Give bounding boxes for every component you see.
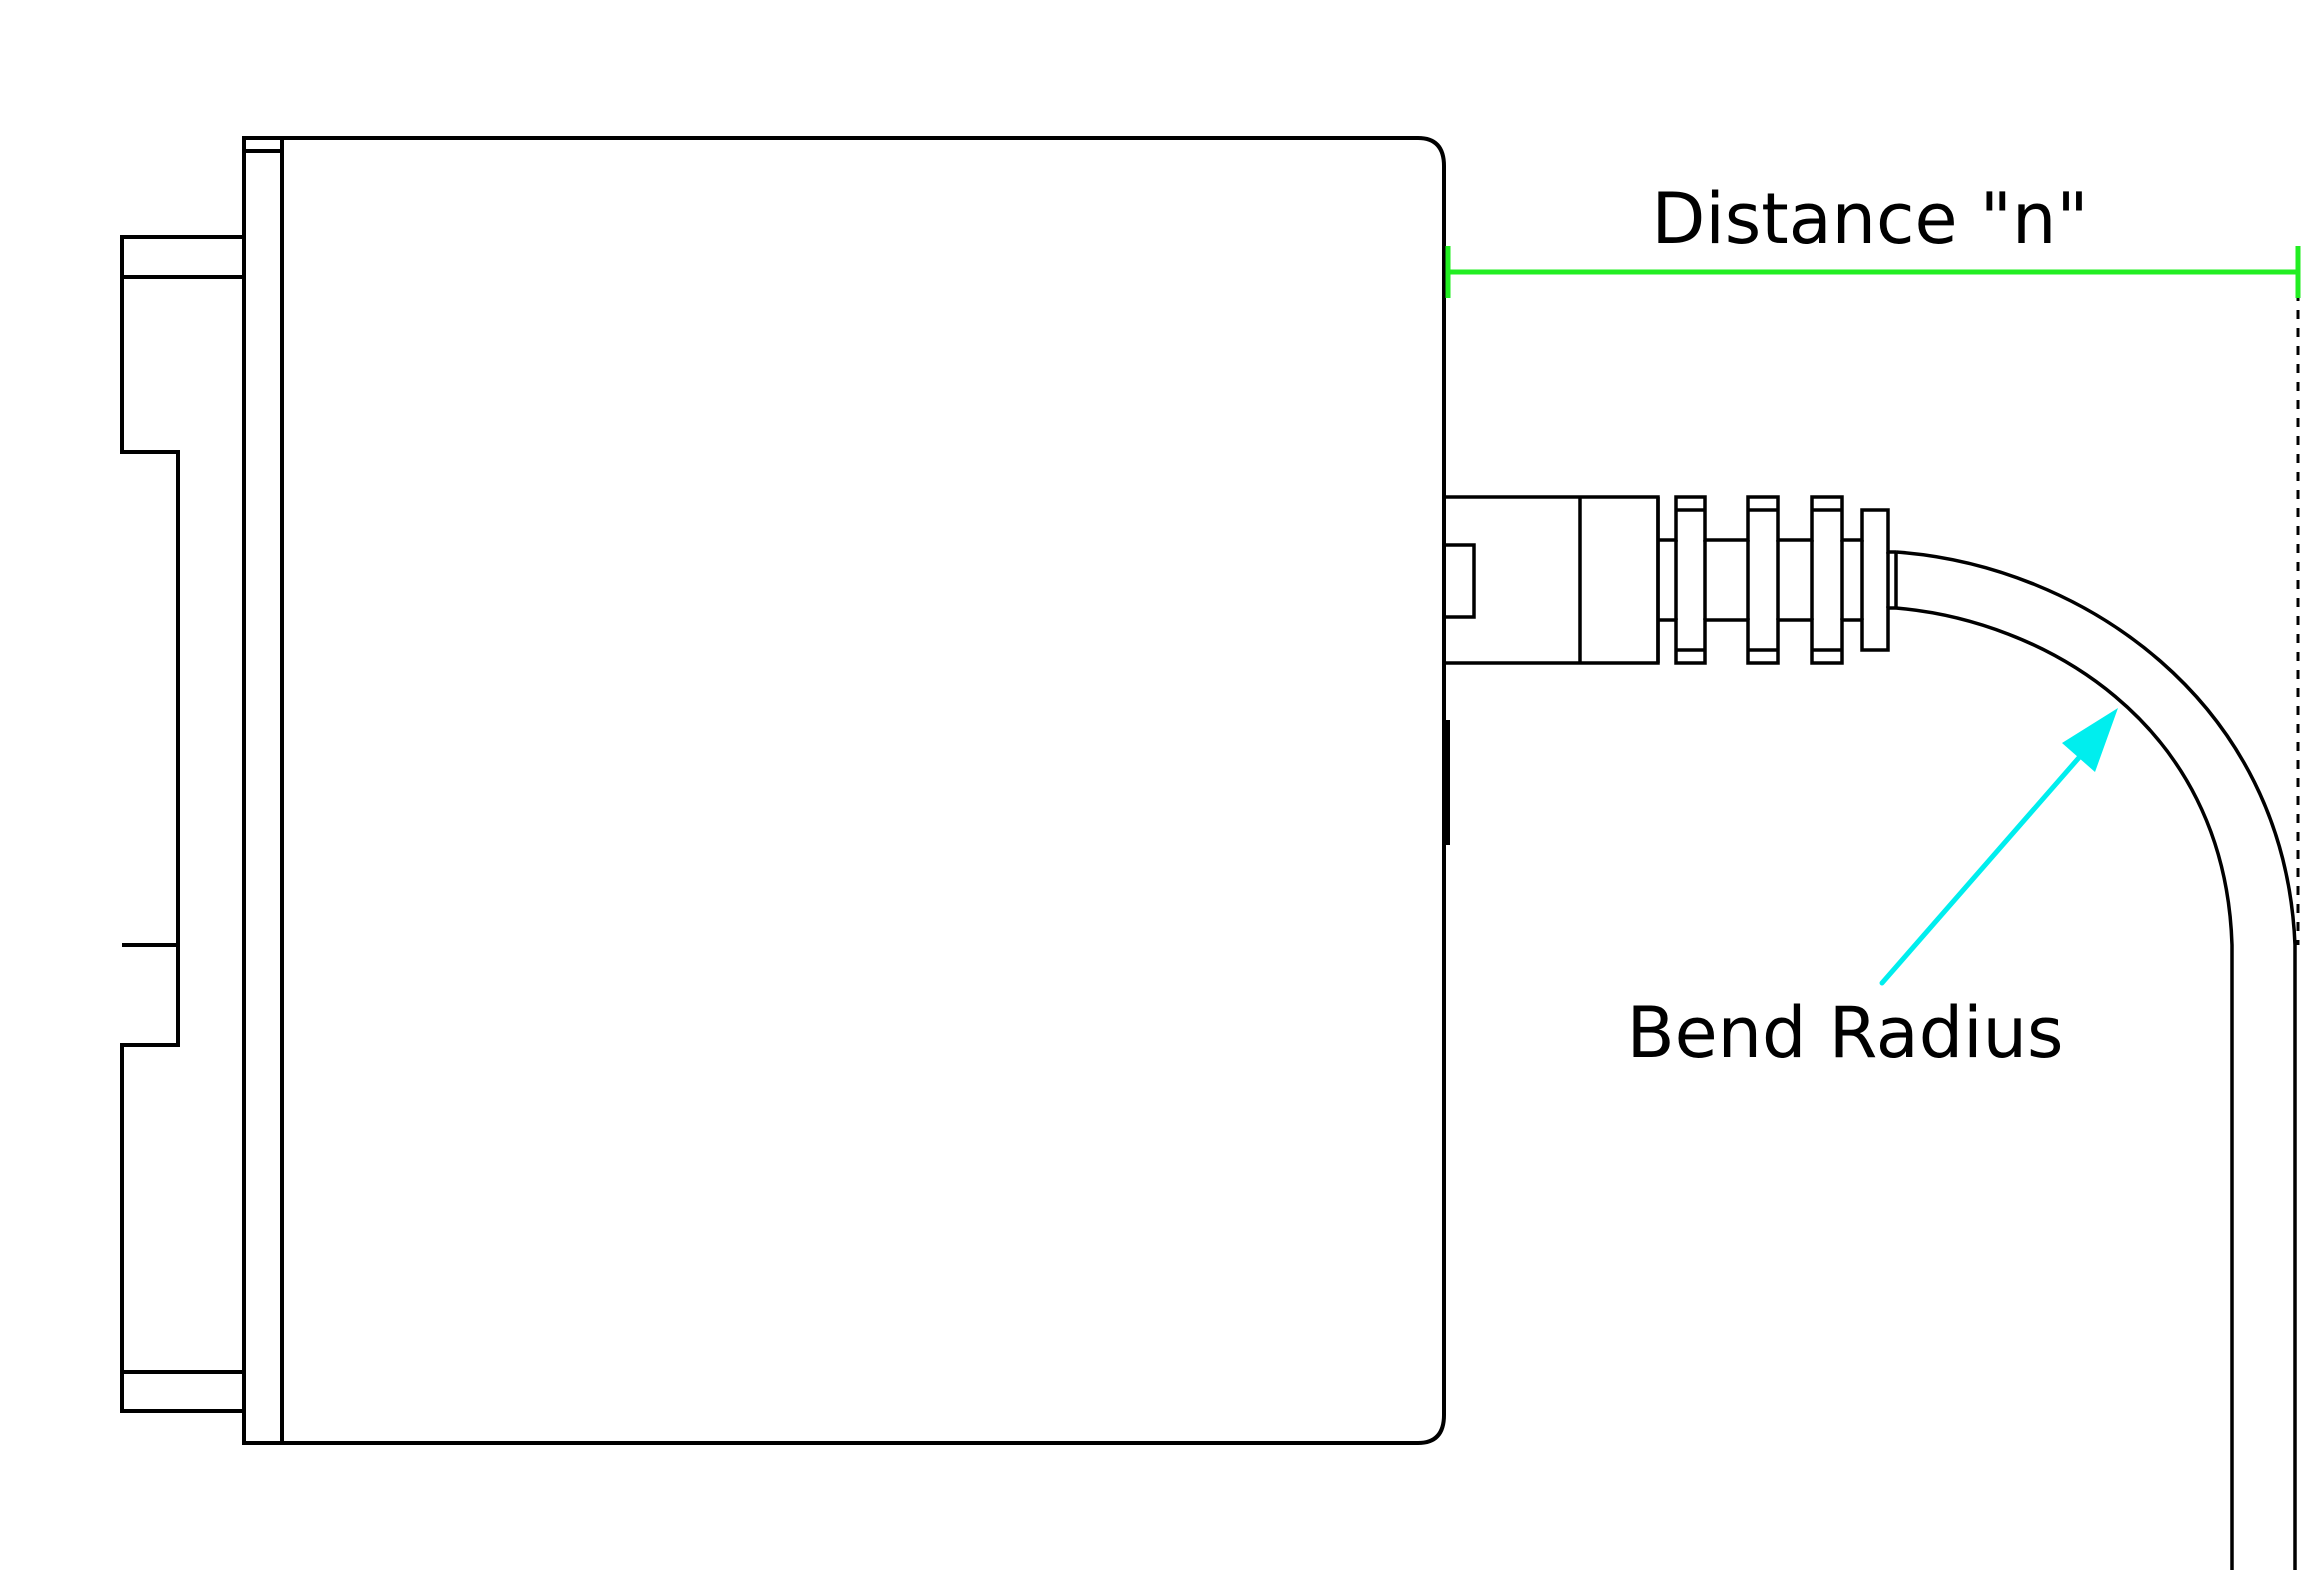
front-plate <box>242 136 284 1445</box>
bend-radius-arrow <box>1879 708 2118 986</box>
strain-relief-boot <box>1656 495 1898 665</box>
connector-plug <box>1442 495 1660 665</box>
distance-dimension <box>1445 246 2301 298</box>
mounting-bracket <box>120 235 244 1413</box>
bend-radius-label: Bend Radius <box>1627 992 2064 1074</box>
distance-label: Distance "n" <box>1651 178 2088 260</box>
cable-inner-edge <box>1895 606 2234 1570</box>
cable-outer-edge <box>1895 550 2297 1570</box>
device-housing <box>280 136 1446 1445</box>
bent-cable <box>1895 550 2297 1570</box>
arrow-head <box>2062 708 2118 772</box>
